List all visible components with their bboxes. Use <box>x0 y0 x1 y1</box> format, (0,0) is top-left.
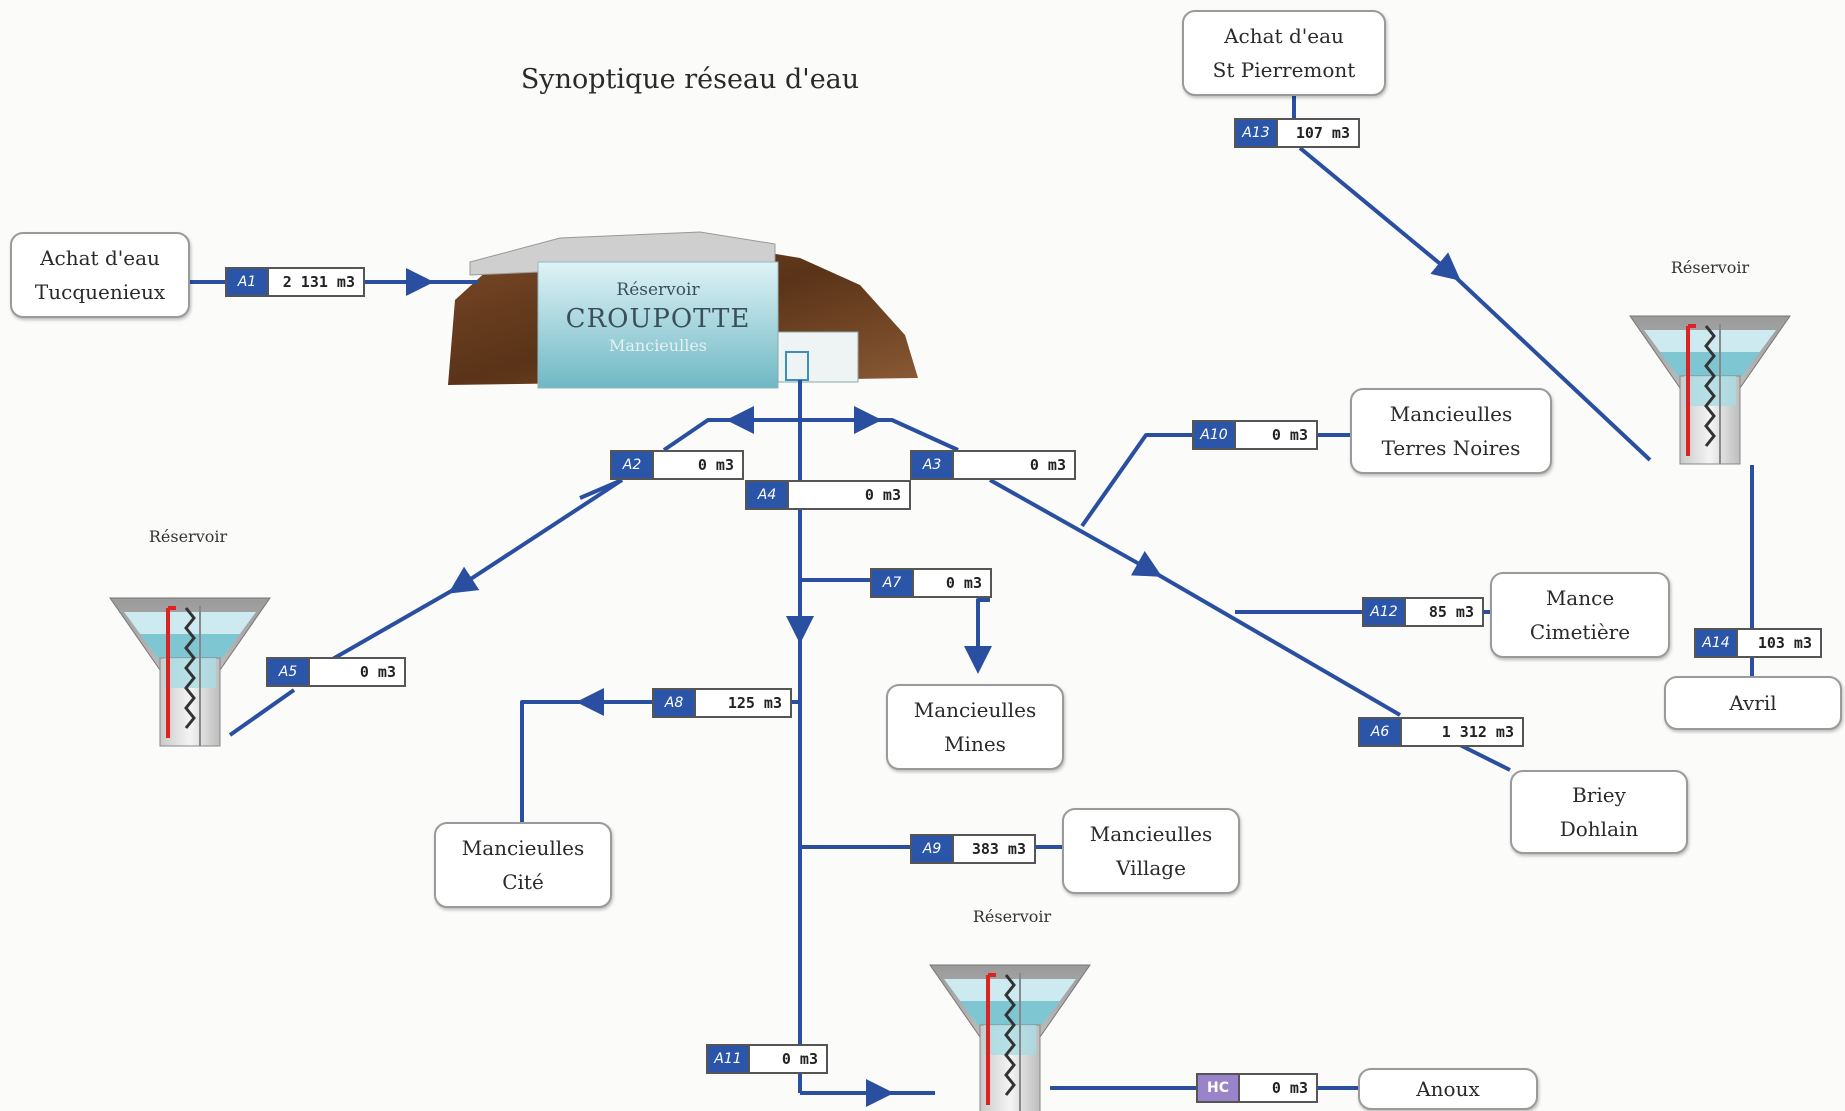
meter-a8[interactable]: A8 125 m3 <box>652 688 792 718</box>
meter-id: A4 <box>747 482 789 508</box>
box-line: Anoux <box>1416 1077 1480 1101</box>
box-achat-st-pierremont[interactable]: Achat d'eau St Pierremont <box>1182 10 1386 96</box>
box-achat-tucquenieux[interactable]: Achat d'eau Tucquenieux <box>10 232 190 318</box>
box-line: Mancieulles <box>1389 402 1513 426</box>
box-line: Village <box>1116 856 1186 880</box>
meter-id: A10 <box>1194 422 1236 448</box>
box-terres-noires[interactable]: Mancieulles Terres Noires <box>1350 388 1552 474</box>
meter-a7[interactable]: A7 0 m3 <box>870 568 992 598</box>
meter-a5[interactable]: A5 0 m3 <box>266 657 406 687</box>
croupotte-label: Réservoir CROUPOTTE Mancieulles <box>538 262 778 388</box>
pipes <box>190 96 1754 1107</box>
box-line: Achat d'eau <box>1224 24 1344 48</box>
croupotte-line1: Réservoir <box>616 280 700 300</box>
meter-a6[interactable]: A6 1 312 m3 <box>1358 717 1524 747</box>
box-mance-cimetiere[interactable]: Mance Cimetière <box>1490 572 1670 658</box>
croupotte-line2: CROUPOTTE <box>565 304 751 334</box>
meter-value: 0 m3 <box>359 663 396 681</box>
box-anoux[interactable]: Anoux <box>1358 1068 1538 1110</box>
meter-id: A12 <box>1364 599 1406 625</box>
box-line: Terres Noires <box>1381 436 1521 460</box>
meter-id: A2 <box>612 452 654 478</box>
reservoir-left-label: Réservoir <box>148 527 228 546</box>
meter-a2[interactable]: A2 0 m3 <box>610 450 744 480</box>
box-line: Achat d'eau <box>40 246 160 270</box>
meter-value: 2 131 m3 <box>282 273 355 291</box>
meter-value: 0 m3 <box>697 456 734 474</box>
meter-id: HC <box>1198 1075 1240 1101</box>
meter-a14[interactable]: A14 103 m3 <box>1694 628 1822 658</box>
meter-id: A11 <box>708 1046 750 1072</box>
meter-a12[interactable]: A12 85 m3 <box>1362 597 1484 627</box>
meter-value: 383 m3 <box>971 840 1026 858</box>
box-line: Cité <box>502 870 544 894</box>
box-line: Mancieulles <box>461 836 585 860</box>
box-line: Briey <box>1572 783 1626 807</box>
meter-a4[interactable]: A4 0 m3 <box>745 480 911 510</box>
meter-id: A13 <box>1236 120 1278 146</box>
box-line: St Pierremont <box>1212 58 1356 82</box>
reservoir-right-graphic <box>1628 314 1792 466</box>
meter-id: A1 <box>227 269 269 295</box>
meter-value: 125 m3 <box>727 694 782 712</box>
meter-value: 0 m3 <box>781 1050 818 1068</box>
meter-id: A8 <box>654 690 696 716</box>
box-cite[interactable]: Mancieulles Cité <box>434 822 612 908</box>
meter-a13[interactable]: A13 107 m3 <box>1234 118 1360 148</box>
meter-hc[interactable]: HC 0 m3 <box>1196 1073 1318 1103</box>
box-line: Mines <box>944 732 1006 756</box>
reservoir-right-label: Réservoir <box>1670 258 1750 277</box>
croupotte-line3: Mancieulles <box>609 336 707 355</box>
meter-value: 0 m3 <box>1271 426 1308 444</box>
box-line: Dohlain <box>1559 817 1639 841</box>
box-line: Mancieulles <box>1089 822 1213 846</box>
meter-a10[interactable]: A10 0 m3 <box>1192 420 1318 450</box>
meter-a1[interactable]: A1 2 131 m3 <box>225 267 365 297</box>
meter-a11[interactable]: A11 0 m3 <box>706 1044 828 1074</box>
diagram-title: Synoptique réseau d'eau <box>520 64 860 95</box>
meter-value: 85 m3 <box>1428 603 1474 621</box>
meter-value: 107 m3 <box>1295 124 1350 142</box>
box-line: Cimetière <box>1529 620 1631 644</box>
box-briey-dohlain[interactable]: Briey Dohlain <box>1510 770 1688 854</box>
reservoir-bottom-label: Réservoir <box>972 907 1052 926</box>
meter-id: A14 <box>1696 630 1738 656</box>
box-line: Mancieulles <box>913 698 1037 722</box>
box-line: Mance <box>1545 586 1615 610</box>
meter-value: 0 m3 <box>1029 456 1066 474</box>
meter-value: 0 m3 <box>945 574 982 592</box>
box-line: Avril <box>1729 691 1777 715</box>
meter-id: A9 <box>912 836 954 862</box>
meter-a9[interactable]: A9 383 m3 <box>910 834 1036 864</box>
meter-id: A5 <box>268 659 310 685</box>
meter-id: A3 <box>912 452 954 478</box>
meter-a3[interactable]: A3 0 m3 <box>910 450 1076 480</box>
box-avril[interactable]: Avril <box>1664 676 1842 730</box>
meter-value: 103 m3 <box>1757 634 1812 652</box>
meter-value: 0 m3 <box>864 486 901 504</box>
meter-id: A7 <box>872 570 914 596</box>
meter-value: 1 312 m3 <box>1441 723 1514 741</box>
box-mines[interactable]: Mancieulles Mines <box>886 684 1064 770</box>
box-line: Tucquenieux <box>34 280 166 304</box>
meter-value: 0 m3 <box>1271 1079 1308 1097</box>
box-village[interactable]: Mancieulles Village <box>1062 808 1240 894</box>
croupotte-tank <box>537 261 779 389</box>
meter-id: A6 <box>1360 719 1402 745</box>
